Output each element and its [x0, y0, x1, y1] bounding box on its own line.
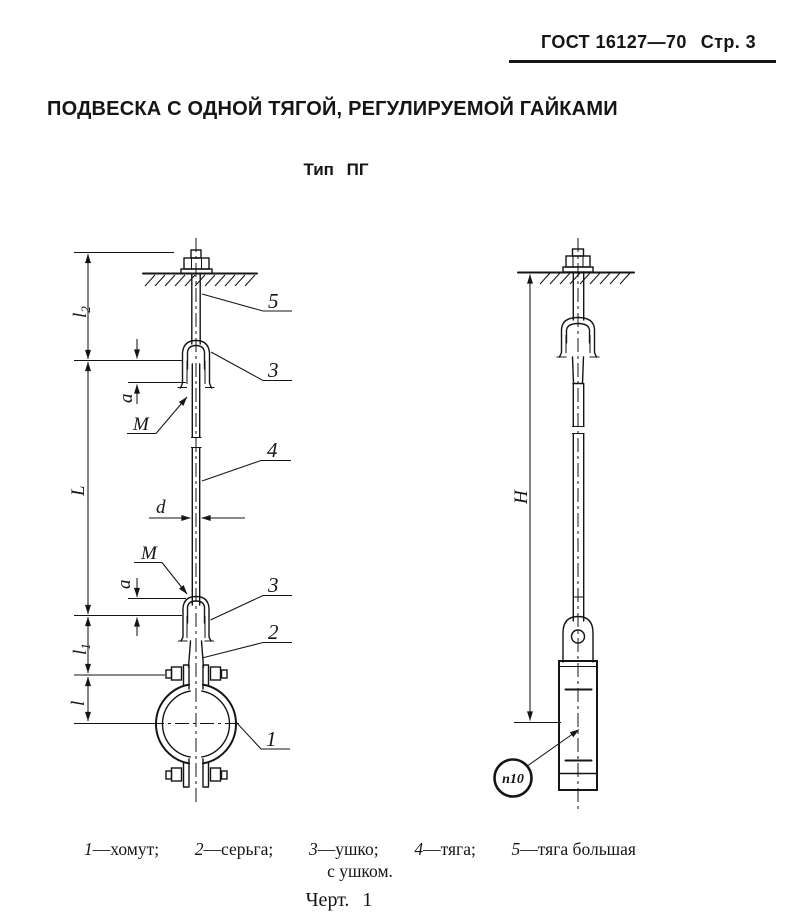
legend-item: 5—тяга большая	[511, 839, 636, 859]
part-labels: 5 3 4 3 2 1	[201, 289, 292, 751]
svg-text:H: H	[511, 489, 532, 505]
rod-front	[191, 363, 202, 606]
ceiling-side	[517, 271, 635, 285]
svg-text:3: 3	[267, 573, 279, 597]
side-view: H п10	[493, 238, 635, 812]
upper-eye-side	[556, 316, 600, 385]
front-view	[142, 238, 258, 806]
rod-side	[572, 382, 585, 622]
figure-caption: Черт. 1	[305, 889, 373, 911]
svg-text:a: a	[116, 394, 137, 404]
part-label-3-upper: 3	[210, 351, 292, 382]
clamp-bottom-bolt	[165, 758, 228, 788]
part-label-1: 1	[235, 721, 290, 751]
svg-text:d: d	[156, 497, 166, 518]
front-dimensions: l2 L l1 l a a d	[68, 251, 245, 725]
part-label-3-lower: 3	[210, 573, 292, 621]
dim-label-l1: l1	[70, 643, 93, 655]
part-label-5: 5	[201, 289, 292, 313]
legend-item: 1—хомут;	[84, 839, 160, 859]
callout-p10: п10	[493, 729, 580, 798]
parts-legend: 1—хомут; 2—серьга; 3—ушко; 4—тяга; 5—тяг…	[84, 839, 636, 882]
svg-text:4: 4	[267, 438, 278, 462]
type-subtitle: Тип ПГ	[303, 160, 369, 179]
lower-eye-side	[562, 615, 594, 663]
svg-text:1: 1	[266, 727, 277, 751]
legend-item: 3—ушко;	[308, 839, 379, 859]
standard-number: ГОСТ 16127—70	[540, 32, 687, 52]
svg-text:5: 5	[268, 289, 279, 313]
legend-line-2: с ушком.	[327, 861, 393, 881]
big-rod-front	[191, 273, 201, 345]
header-divider	[509, 60, 776, 63]
svg-text:2: 2	[268, 620, 279, 644]
dim-d: d	[149, 497, 245, 521]
big-rod-side	[572, 271, 585, 321]
lower-eye-front	[178, 595, 214, 642]
dim-label-L: L	[68, 485, 89, 497]
page-header: ГОСТ 16127—70 Стр. 3	[541, 32, 756, 53]
upper-eye-front	[177, 339, 215, 389]
legend-line-1: 1—хомут; 2—серьга; 3—ушко; 4—тяга; 5—тяг…	[84, 839, 636, 860]
legend-item: 2—серьга;	[194, 839, 274, 859]
thread-callout-lower: M	[134, 543, 188, 595]
pipe-clamp-side	[558, 660, 598, 791]
svg-text:п10: п10	[502, 772, 524, 787]
pipe-clamp-front	[150, 683, 243, 765]
svg-text:a: a	[114, 580, 135, 590]
dim-a-lower: a	[114, 578, 186, 636]
page-title: ПОДВЕСКА С ОДНОЙ ТЯГОЙ, РЕГУЛИРУЕМОЙ ГАЙ…	[47, 98, 618, 120]
page-number: Стр. 3	[700, 32, 756, 52]
dim-H: H	[511, 274, 561, 724]
shackle-front	[187, 640, 205, 668]
part-label-4: 4	[201, 438, 291, 482]
svg-text:3: 3	[267, 358, 279, 382]
svg-text:M: M	[140, 543, 158, 564]
legend-item: 4—тяга;	[414, 839, 476, 859]
thread-callout-upper: M	[127, 396, 188, 435]
part-label-2: 2	[201, 620, 292, 659]
dim-a-upper: a	[116, 339, 186, 404]
dim-label-l2: l2	[70, 306, 93, 318]
svg-text:M: M	[132, 414, 150, 435]
dim-label-l: l	[68, 701, 89, 706]
